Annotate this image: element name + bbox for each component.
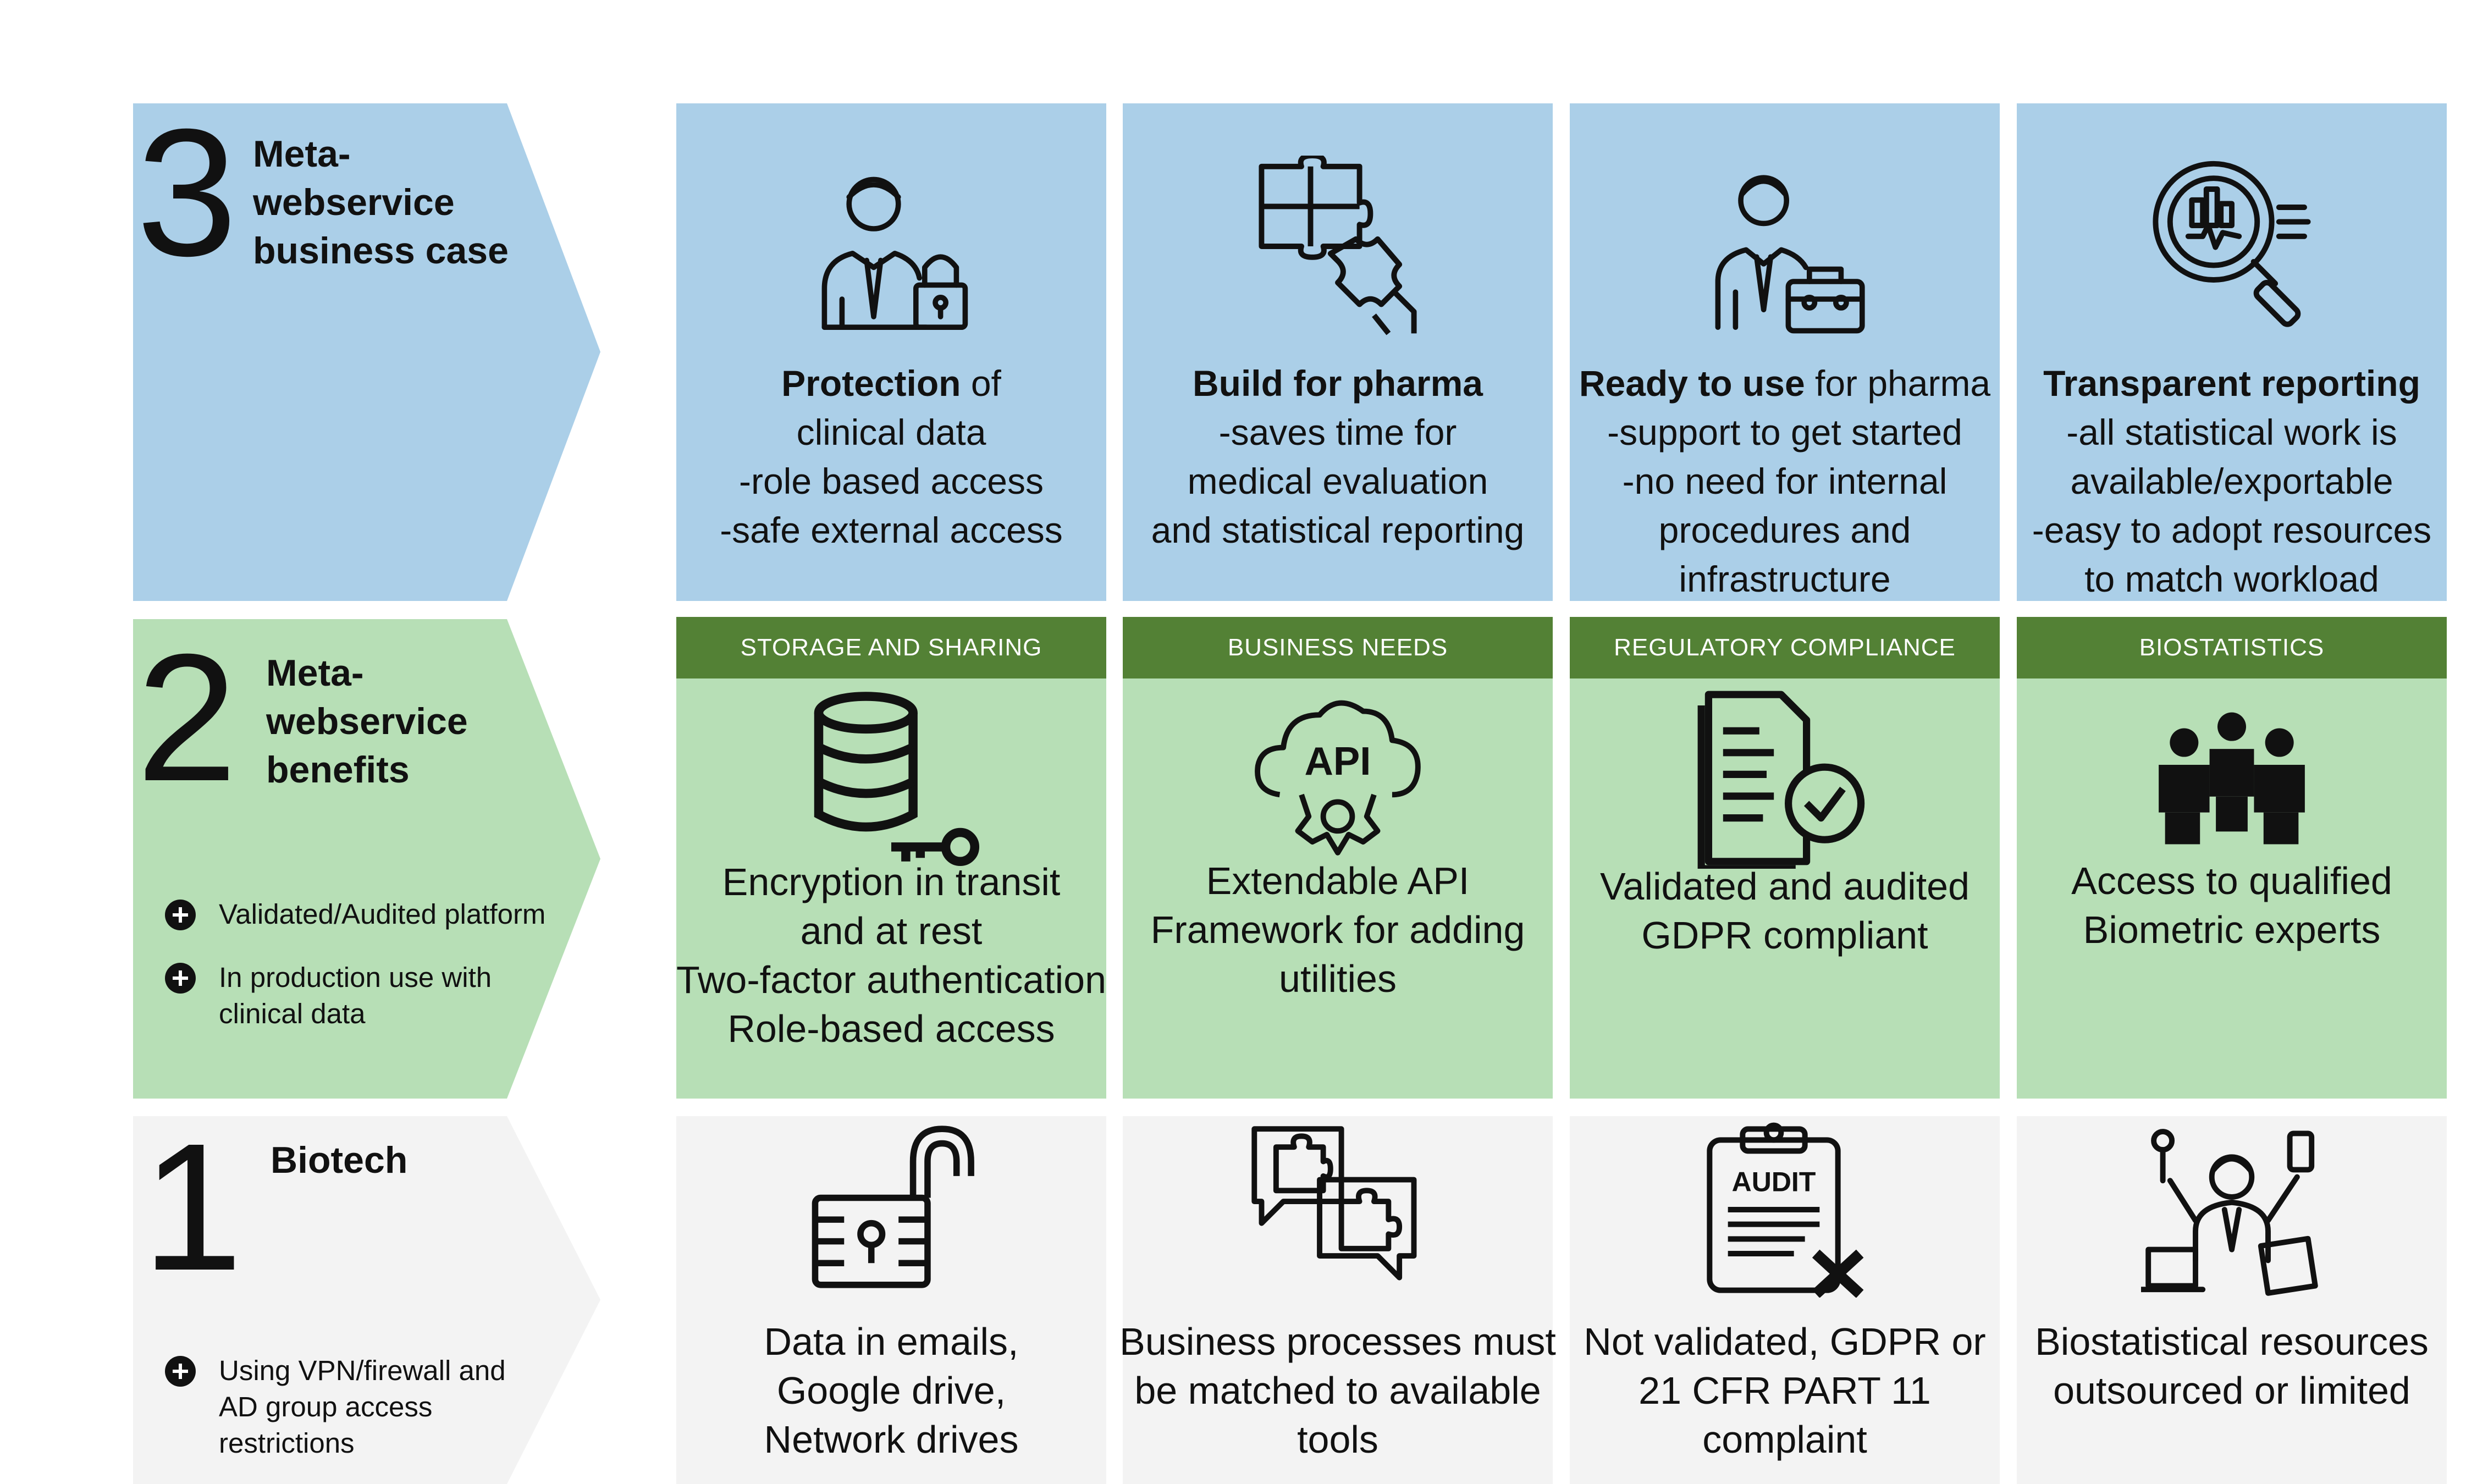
protection-text: Protection of clinical data -role based … <box>720 363 1063 550</box>
benefits-title: Meta- webservice benefits <box>266 652 468 791</box>
biostatistics-text: Access to qualified Biometric experts <box>2071 859 2392 951</box>
benefit-bullet-2: In production use with clinical data <box>165 959 492 1032</box>
biotech-chevron <box>133 1116 600 1484</box>
businessman-briefcase-icon <box>1697 158 1873 334</box>
business-needs-header: BUSINESS NEEDS <box>1123 617 1553 678</box>
cell-storage-sharing: STORAGE AND SHARING Encryption in transi… <box>676 617 1106 1099</box>
storage-sharing-text: Encryption in transit and at rest Two-fa… <box>676 860 1107 1050</box>
biostatistics-header: BIOSTATISTICS <box>2017 617 2447 678</box>
not-validated-text: Not validated, GDPR or 21 CFR PART 11 co… <box>1584 1320 1986 1461</box>
regulatory-compliance-text: Validated and audited GDPR compliant <box>1599 865 1970 957</box>
cell-build-for-pharma: Build for pharma -saves time for medical… <box>1123 103 1553 601</box>
cell-data-emails: Data in emails, Google drive, Network dr… <box>676 1116 1106 1484</box>
cell-protection: Protection of clinical data -role based … <box>676 103 1106 601</box>
audit-clipboard-x-icon: AUDIT <box>1702 1122 1867 1298</box>
build-for-pharma-text: Build for pharma -saves time for medical… <box>1151 363 1525 550</box>
plus-circle-icon <box>165 963 196 994</box>
cell-business-processes: Business processes must be matched to av… <box>1119 1116 1556 1484</box>
biotech-title: Biotech <box>271 1139 408 1181</box>
transparent-reporting-text: Transparent reporting -all statistical w… <box>2032 363 2432 599</box>
benefits-chevron <box>133 619 600 1099</box>
ready-to-use-text: Ready to use for pharma -support to get … <box>1579 363 1991 599</box>
row-number-1: 1 <box>142 1105 243 1308</box>
business-needs-text: Extendable API Framework for adding util… <box>1150 859 1525 1000</box>
api-cloud-gear-icon: API <box>1247 689 1428 860</box>
plus-circle-icon <box>165 1356 196 1387</box>
business-processes-text: Business processes must be matched to av… <box>1119 1320 1556 1461</box>
cell-transparent-reporting: Transparent reporting -all statistical w… <box>2017 103 2447 601</box>
business-case-title: Meta- webservice business case <box>253 133 509 272</box>
storage-sharing-header: STORAGE AND SHARING <box>676 617 1106 678</box>
cell-regulatory-compliance: REGULATORY COMPLIANCE Validated and audi… <box>1570 617 2000 1099</box>
manager-lock-icon <box>803 158 979 334</box>
biotech-bullet-1: Using VPN/firewall and AD group access r… <box>165 1353 506 1461</box>
cell-business-needs: BUSINESS NEEDS API Extendable API Framew… <box>1123 617 1553 1099</box>
regulatory-compliance-header: REGULATORY COMPLIANCE <box>1570 617 2000 678</box>
cell-biostatistical-resources: Biostatistical resources outsourced or l… <box>2017 1116 2447 1484</box>
cell-biostatistics: BIOSTATISTICS Access to qualified Biomet… <box>2017 617 2447 1099</box>
svg-text:AUDIT: AUDIT <box>1732 1167 1816 1198</box>
database-key-icon <box>801 687 982 869</box>
benefit-bullet-1: Validated/Audited platform <box>165 896 545 933</box>
cell-not-validated: AUDIT Not validated, GDPR or 21 CFR PART… <box>1570 1116 2000 1484</box>
biostatistical-resources-text: Biostatistical resources outsourced or l… <box>2035 1320 2429 1412</box>
open-padlock-icon <box>801 1122 982 1292</box>
business-case-chevron <box>133 103 600 601</box>
svg-text:API: API <box>1305 739 1371 784</box>
document-check-icon <box>1694 687 1875 869</box>
data-emails-text: Data in emails, Google drive, Network dr… <box>764 1320 1019 1461</box>
multitask-person-icon <box>2141 1122 2322 1298</box>
plus-circle-icon <box>165 900 196 930</box>
puzzle-chat-icon <box>1247 1122 1428 1292</box>
puzzle-hand-icon <box>1247 156 1428 337</box>
magnifier-chart-icon <box>2141 153 2322 334</box>
row-number-2: 2 <box>136 616 238 819</box>
team-experts-icon <box>2152 708 2311 851</box>
row-number-3: 3 <box>136 91 238 294</box>
cell-ready-to-use: Ready to use for pharma -support to get … <box>1570 103 2000 601</box>
